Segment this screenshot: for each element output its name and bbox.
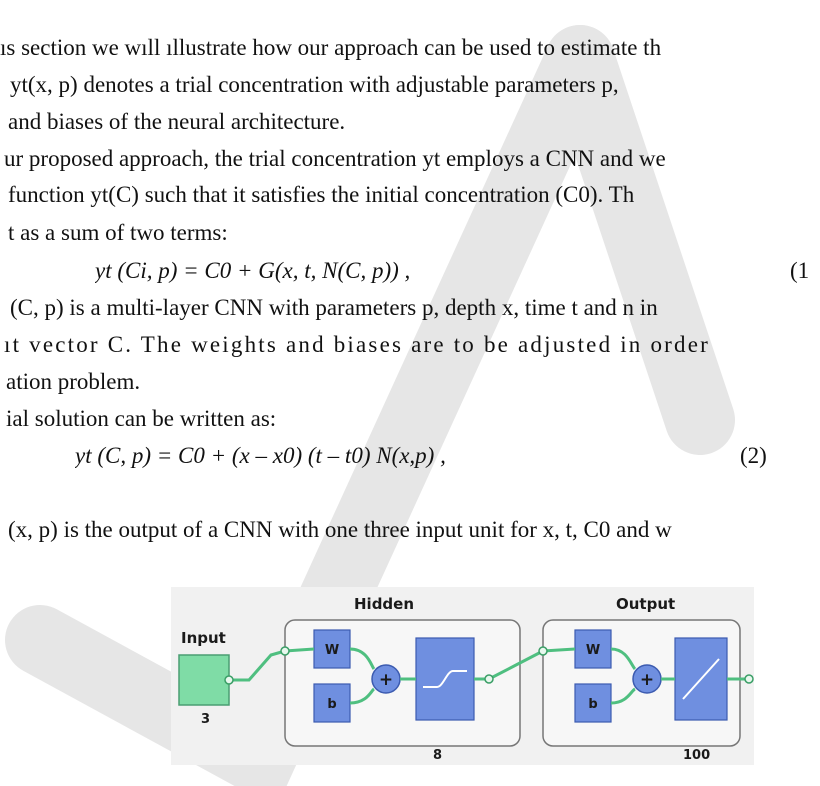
text-line-6: t as a sum of two terms:	[8, 220, 228, 245]
hidden-size: 8	[433, 748, 442, 763]
output-size: 100	[683, 748, 710, 763]
output-weight-block	[574, 629, 612, 669]
hidden-sum-symbol: +	[379, 670, 393, 690]
input-label: Input	[181, 629, 226, 647]
text-line-9: ation problem.	[6, 369, 141, 394]
text-line-4: ur proposed approach, the trial concentr…	[4, 146, 666, 171]
network-diagram-svg: Input 3 Hidden 8 Output 100 W b + W b +	[178, 595, 754, 763]
output-bias-label: b	[588, 697, 597, 712]
output-bias-block	[574, 683, 612, 723]
equation-1: yt (Ci, p) = C0 + G(x, t, N(C, p)) ,	[95, 258, 411, 283]
output-label: Output	[616, 595, 675, 613]
equation-2-number: (2)	[740, 443, 767, 468]
text-line-1: ıs section we wıll ıllustrate how our ap…	[0, 35, 662, 60]
hidden-bias-label: b	[327, 697, 336, 712]
input-block	[178, 654, 230, 706]
hidden-label: Hidden	[354, 595, 414, 613]
sigmoid-icon	[423, 670, 467, 688]
text-line-3: and biases of the neural architecture.	[8, 109, 346, 134]
connector-nodes	[224, 646, 754, 685]
network-diagram: Input 3 Hidden 8 Output 100 W b + W b +	[171, 587, 754, 765]
text-line-7: (C, p) is a multi-layer CNN with paramet…	[10, 295, 658, 320]
hidden-weight-label: W	[325, 643, 339, 658]
text-line-5: function yt(C) such that it satisfies th…	[8, 182, 635, 207]
input-size: 3	[201, 712, 210, 727]
connectors	[229, 647, 745, 705]
text-line-8: ıt vector C. The weights and biases are …	[4, 332, 710, 357]
output-sum-symbol: +	[640, 670, 654, 690]
equation-1-number: (1	[790, 258, 810, 283]
text-line-11: (x, p) is the output of a CNN with one t…	[8, 517, 672, 542]
equation-2: yt (C, p) = C0 + (x – x0) (t – t0) N(x,p…	[75, 443, 446, 468]
text-line-2: yt(x, p) denotes a trial concentration w…	[10, 72, 619, 97]
text-line-10: ial solution can be written as:	[6, 406, 277, 431]
output-weight-label: W	[586, 643, 600, 658]
linear-icon	[682, 658, 720, 700]
